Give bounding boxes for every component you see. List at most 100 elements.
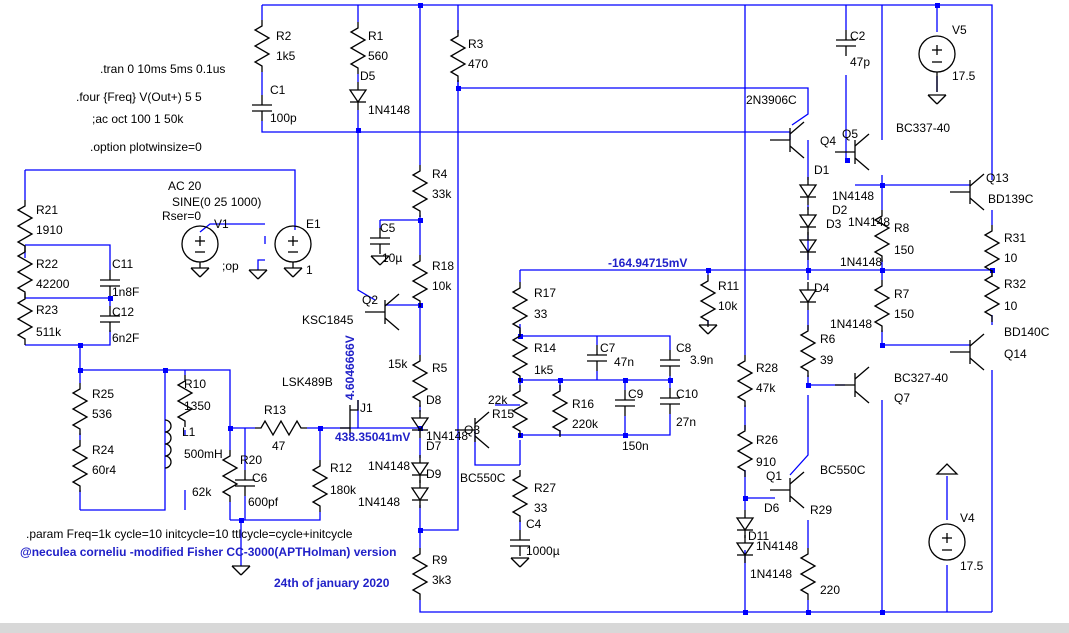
label-c4: C4 — [526, 517, 542, 531]
label-bc327: BC327-40 — [894, 371, 948, 385]
label-q14: Q14 — [1004, 347, 1027, 361]
label-c1: C1 — [270, 83, 286, 97]
voltage-j1-node: 438.35041mV — [335, 430, 410, 444]
resistor-r2 — [254, 19, 270, 73]
resistor-r20 — [222, 449, 238, 503]
label-d6: D6 — [764, 501, 780, 515]
resistor-r21 — [17, 199, 33, 253]
resistor-r25 — [72, 382, 88, 436]
label-r14: R14 — [534, 341, 556, 355]
label-bd140: BD140C — [1004, 325, 1050, 339]
value-v4: 17.5 — [960, 559, 984, 573]
diode-d9 — [411, 479, 429, 509]
directive-option: .option plotwinsize=0 — [90, 140, 202, 154]
label-d8: D8 — [426, 393, 442, 407]
value-r8: 150 — [894, 243, 914, 257]
resistor-r23 — [17, 292, 33, 346]
resistor-r18 — [412, 254, 428, 308]
value-r32: 10 — [1004, 299, 1018, 313]
annotations: @neculea corneliu -modified Fisher CC-30… — [20, 256, 687, 590]
value-c6: 600pf — [248, 495, 279, 509]
value-r23: 511k — [36, 325, 62, 339]
label-r5: R5 — [432, 361, 448, 375]
value-d6: 1N4148 — [756, 539, 798, 553]
label-r20: R20 — [240, 453, 262, 467]
label-c11: C11 — [112, 257, 133, 271]
label-q13: Q13 — [986, 171, 1009, 185]
value-r22: 42200 — [36, 277, 70, 291]
label-d5: D5 — [360, 69, 376, 83]
value-r18: 10k — [432, 279, 452, 293]
label-r2: R2 — [276, 29, 292, 43]
source-v1 — [181, 225, 219, 278]
label-d7: D7 — [426, 439, 442, 453]
label-r3: R3 — [468, 37, 484, 51]
label-op: ;op — [222, 259, 239, 273]
label-r24: R24 — [92, 443, 114, 457]
value-d3: 1N4148 — [840, 255, 882, 269]
value-d1: 1N4148 — [832, 189, 874, 203]
resistor-r32 — [984, 269, 1000, 323]
value-l1: 500mH — [184, 447, 223, 461]
resistor-r13 — [254, 420, 308, 436]
resistor-r12 — [312, 459, 328, 513]
label-q5: Q5 — [842, 127, 858, 141]
label-v5: V5 — [952, 23, 967, 37]
source-v4 — [928, 463, 966, 561]
value-r25: 536 — [92, 407, 112, 421]
value-q13: BD139C — [988, 192, 1034, 206]
value-r7: 150 — [894, 307, 914, 321]
value-d9: 1N4148 — [358, 495, 400, 509]
label-c10: C10 — [676, 387, 698, 401]
component-labels: R2 1k5 R1 560 D5 1N4148 R3 470 C2 47p V5… — [36, 23, 1050, 597]
value-r13: 47 — [272, 439, 286, 453]
label-r15: R15 — [492, 407, 514, 421]
value-r21: 1910 — [36, 223, 63, 237]
value-r2: 1k5 — [276, 49, 296, 63]
resistor-r26 — [737, 424, 753, 478]
value-r24: 60r4 — [92, 463, 116, 477]
label-r6: R6 — [820, 332, 836, 346]
jfet-j1 — [340, 400, 359, 435]
resistor-r15 — [512, 384, 528, 438]
transistor-q7 — [834, 366, 870, 404]
label-q3: Q3 — [464, 423, 480, 437]
capacitor-c1 — [251, 94, 273, 122]
value-r1: 560 — [368, 49, 388, 63]
label-e1: E1 — [306, 217, 321, 231]
status-bar — [0, 623, 1069, 633]
spice-directives: .tran 0 10ms 5ms 0.1us .four {Freq} V(Ou… — [26, 62, 353, 541]
transistor-q14 — [949, 333, 985, 371]
value-c4: 1000µ — [526, 544, 560, 558]
source-v5 — [918, 35, 956, 105]
label-d9: D9 — [426, 467, 442, 481]
label-r29: R29 — [810, 503, 832, 517]
ground-c4 — [510, 557, 530, 568]
value-r10: 1350 — [184, 399, 211, 413]
label-d11: D11 — [748, 529, 769, 543]
label-r9: R9 — [432, 553, 448, 567]
value-d7: 1N4148 — [368, 459, 410, 473]
label-lsk489b: LSK489B — [282, 375, 333, 389]
label-r27: R27 — [534, 481, 556, 495]
resistor-r24 — [72, 439, 88, 493]
value-r11: 10k — [718, 299, 738, 313]
label-c9: C9 — [628, 387, 644, 401]
resistor-r11 — [700, 274, 716, 328]
value-d8: 1N4148 — [426, 429, 468, 443]
value-r9: 3k3 — [432, 573, 452, 587]
label-q4: Q4 — [820, 134, 836, 148]
label-j1: J1 — [360, 401, 373, 415]
value-r31: 10 — [1004, 251, 1018, 265]
label-v1: V1 — [214, 217, 229, 231]
value-d5: 1N4148 — [368, 103, 410, 117]
value-c8: 3.9n — [690, 353, 713, 367]
resistor-r9 — [412, 547, 428, 601]
label-d4: D4 — [814, 281, 830, 295]
label-r28: R28 — [756, 361, 778, 375]
diode-d5 — [349, 81, 367, 111]
label-v4: V4 — [960, 511, 975, 525]
label-bc337: BC337-40 — [896, 121, 950, 135]
